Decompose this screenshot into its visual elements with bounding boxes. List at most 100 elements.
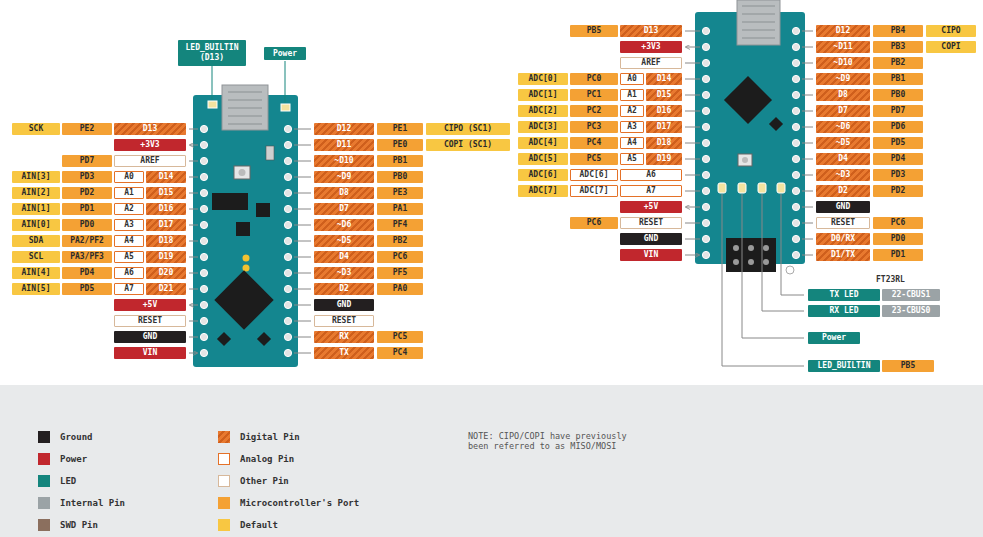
header-pin — [284, 333, 291, 340]
pin-name: D7 — [339, 205, 349, 213]
pin-name: D21 — [159, 285, 173, 293]
pin-name: D1/TX — [831, 251, 855, 259]
port-label: PB5 — [882, 360, 934, 372]
pin-name: A5 — [627, 155, 637, 163]
label-text: FT23RL — [876, 275, 905, 284]
icsp-header — [726, 238, 776, 272]
pin-name: PC2 — [587, 107, 601, 115]
pin-name: D12 — [337, 125, 351, 133]
pin-name: +3V3 — [641, 43, 660, 51]
digital-pin-label: D8 — [816, 89, 870, 101]
digital-pin-label: D16 — [646, 105, 682, 117]
legend-swatch — [38, 431, 50, 443]
header-pin — [702, 43, 709, 50]
pin-name: ADC[6] — [529, 171, 558, 179]
led-label: TX LED — [808, 289, 880, 301]
analog-pin-label: A3 — [620, 121, 644, 133]
leader-line — [722, 194, 804, 366]
digital-pin-label: D11 — [314, 139, 374, 151]
header-pin — [792, 187, 799, 194]
pin-name: PA0 — [393, 285, 407, 293]
header-pin — [792, 235, 799, 242]
led-label: LED_BUILTIN — [808, 360, 880, 372]
function-label: AIN[3] — [12, 171, 60, 183]
pin-name: RESET — [138, 317, 162, 325]
pin-name: COPI — [941, 43, 960, 51]
pin-name: CIPO — [941, 27, 960, 35]
usb-ridges — [228, 92, 262, 124]
header-pin — [792, 59, 799, 66]
pin-arrow — [294, 321, 311, 322]
port-label: PC6 — [570, 217, 618, 229]
pin-name: AREF — [140, 157, 159, 165]
pin-name: D13 — [143, 125, 157, 133]
header-pin — [284, 253, 291, 260]
pin-name: PB0 — [891, 91, 905, 99]
led — [738, 183, 746, 193]
header-pin — [284, 301, 291, 308]
digital-pin-label: ~D6 — [816, 121, 870, 133]
pin-name: PD0 — [80, 221, 94, 229]
pin-arrow — [802, 95, 813, 96]
port-label: PD2 — [62, 187, 112, 199]
legend-item: Internal Pin — [38, 497, 125, 509]
pin-name: D8 — [339, 189, 349, 197]
pin-name: +5V — [644, 203, 658, 211]
pin-arrow — [802, 223, 813, 224]
digital-pin-label: D4 — [816, 153, 870, 165]
pin-name: ~D6 — [836, 123, 850, 131]
port-label: PF5 — [377, 267, 423, 279]
reset-button — [738, 154, 752, 166]
pin-name: A0 — [124, 173, 134, 181]
pin-name: A4 — [124, 237, 134, 245]
function-label: ADC[5] — [518, 153, 568, 165]
pin-arrow — [685, 111, 700, 112]
pin-name: VIN — [644, 251, 658, 259]
pin-arrow — [685, 127, 700, 128]
pin-name: D4 — [838, 155, 848, 163]
digital-pin-label: D19 — [646, 153, 682, 165]
digital-pin-label: D0/RX — [816, 233, 870, 245]
led-label: LED_BUILTIN (D13) — [178, 40, 246, 66]
digital-pin-label: D7 — [816, 105, 870, 117]
analog-pin-label: A5 — [114, 251, 144, 263]
function-label: CIPO — [926, 25, 976, 37]
port-label: PA3/PF3 — [62, 251, 112, 263]
pin-arrow — [685, 31, 700, 32]
pin-name: +5V — [143, 301, 157, 309]
header-pins — [189, 27, 813, 356]
function-label: ADC[6] — [518, 169, 568, 181]
pin-name: D15 — [159, 189, 173, 197]
usb-connector — [737, 0, 780, 45]
note: NOTE: CIPO/COPI have previously been ref… — [468, 431, 640, 451]
pin-arrow — [686, 207, 700, 208]
pin-arrow — [802, 31, 813, 32]
pin-arrow — [802, 191, 813, 192]
pin-name: ~D5 — [337, 237, 351, 245]
led-label: Power — [264, 47, 306, 60]
analog-pin-label: A1 — [620, 89, 644, 101]
digital-pin-label: TX — [314, 347, 374, 359]
pin-name: D2 — [838, 187, 848, 195]
digital-pin-label: D17 — [146, 219, 186, 231]
pin-name: GND — [337, 301, 351, 309]
chip — [257, 332, 271, 346]
pin-name: PC0 — [587, 75, 601, 83]
ground-pin-label: GND — [816, 201, 870, 213]
port-label: PE0 — [377, 139, 423, 151]
digital-pin-label: D15 — [146, 187, 186, 199]
pin-name: PC6 — [393, 253, 407, 261]
pin-arrow — [189, 337, 198, 338]
pin-name: AIN[5] — [22, 285, 51, 293]
pin-name: PE0 — [393, 141, 407, 149]
legend-text: Microcontroller's Port — [240, 498, 359, 508]
pin-name: D16 — [657, 107, 671, 115]
pin-arrow — [294, 145, 311, 146]
digital-pin-label: ~D9 — [314, 171, 374, 183]
legend-swatch — [38, 519, 50, 531]
pin-arrow — [294, 305, 311, 306]
header-pin — [200, 157, 207, 164]
header-pin — [284, 317, 291, 324]
function-label: AIN[5] — [12, 283, 60, 295]
analog-pin-label: A7 — [620, 185, 682, 197]
